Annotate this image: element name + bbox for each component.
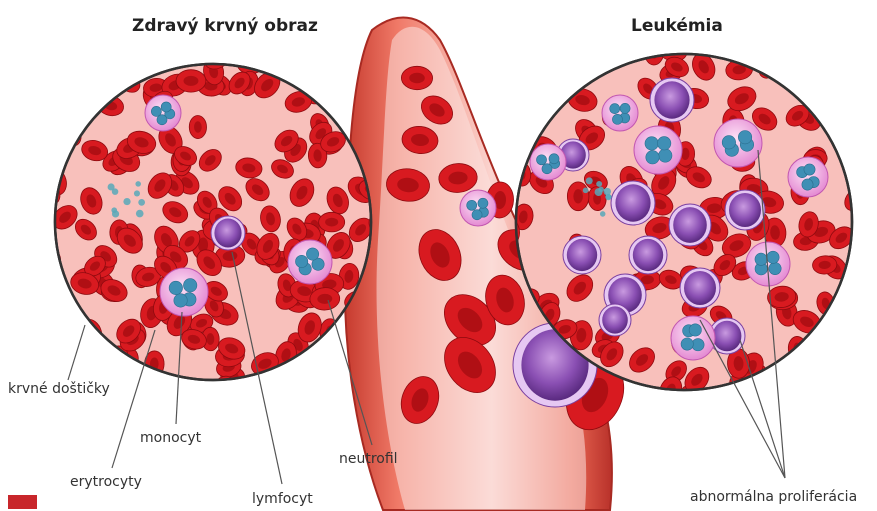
lymphocyte-cell	[599, 304, 631, 336]
red-blood-cell	[154, 376, 178, 395]
red-blood-cell	[567, 182, 589, 211]
corner-color-swatch	[8, 495, 37, 509]
white-blood-cell	[746, 242, 790, 286]
white-blood-cell	[602, 95, 638, 131]
white-blood-cell	[634, 126, 682, 174]
label-lymphocyte: lymfocyt	[252, 491, 313, 507]
red-blood-cell	[401, 66, 433, 90]
white-blood-cell	[160, 268, 208, 316]
lymphocyte-cell	[611, 181, 655, 225]
label-platelets: krvné doštičky	[8, 381, 110, 397]
white-blood-cell	[288, 240, 332, 284]
lymphocyte-cell	[650, 78, 694, 122]
red-blood-cell	[189, 115, 207, 138]
white-blood-cell	[460, 190, 496, 226]
white-blood-cell	[671, 316, 715, 360]
lymphocyte-cell	[211, 216, 245, 250]
label-erythrocytes: erytrocyty	[70, 474, 142, 490]
label-abnormal-proliferation: abnormálna proliferácia	[690, 489, 857, 505]
red-blood-cell	[319, 212, 345, 232]
lymphocyte-cell	[680, 268, 720, 308]
white-blood-cell	[714, 119, 762, 167]
leukemia-title: Leukémia	[631, 16, 723, 36]
lymphocyte-cell	[669, 204, 711, 246]
white-blood-cell	[788, 157, 828, 197]
healthy-title: Zdravý krvný obraz	[132, 16, 318, 36]
lymphocyte-cell	[629, 236, 667, 274]
lymphocyte-cell	[563, 236, 601, 274]
lymphocyte-cell	[725, 190, 765, 230]
white-blood-cell	[530, 144, 566, 180]
red-blood-cell	[176, 70, 206, 92]
label-neutrophil: neutrofil	[339, 451, 398, 467]
white-blood-cell	[145, 95, 181, 131]
label-monocyte: monocyt	[140, 430, 201, 446]
